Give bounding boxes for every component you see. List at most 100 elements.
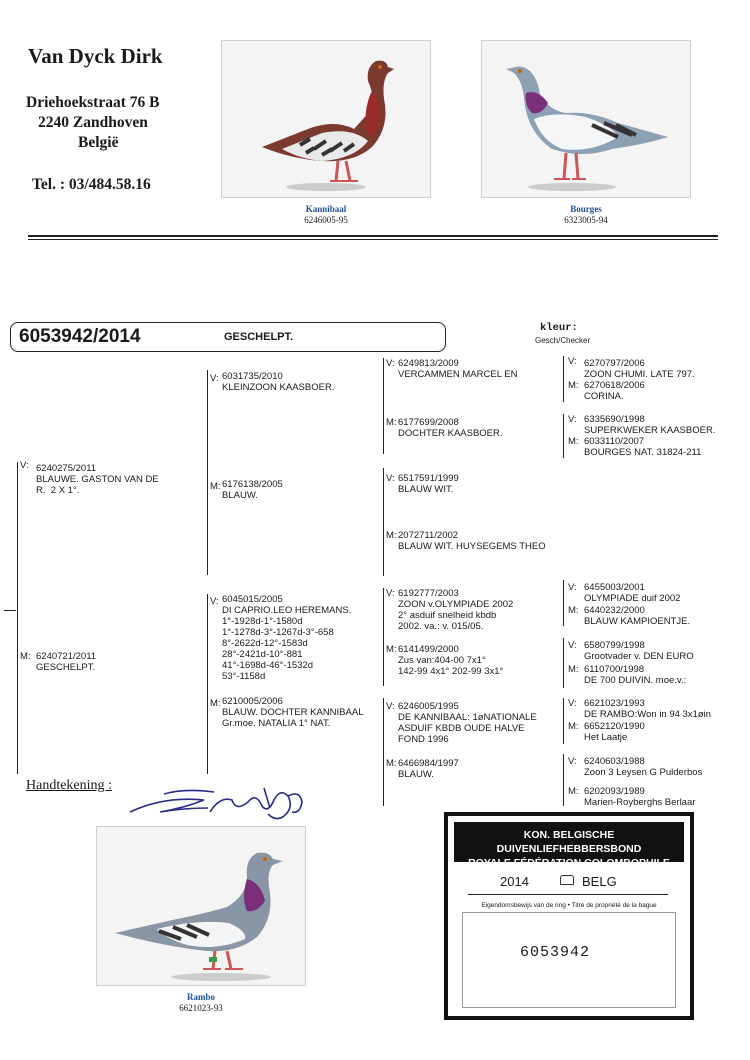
gen3-sss-tag: V:	[386, 358, 395, 369]
gen2-ss-entry: 6031735/2010 KLEINZOON KAASBOER.	[222, 371, 335, 393]
gen3-ddd-entry: 6466984/1997 BLAUW.	[398, 758, 459, 780]
gen2-dd-tag: M:	[210, 698, 221, 709]
bracket-gen3-3	[383, 588, 385, 686]
ring-divider	[468, 894, 668, 895]
owner-name: Van Dyck Dirk	[28, 44, 163, 68]
header-rule-top	[28, 235, 718, 237]
signature-label: Handtekening :	[26, 778, 112, 793]
gen2-sd-tag: M:	[210, 481, 221, 492]
gen4-2-tag: M:	[568, 380, 579, 391]
pigeon-color: GESCHELPT.	[224, 331, 294, 343]
photo-caption-bourges: Bourges 6323005-94	[516, 204, 656, 226]
ring-number-box: 6053942/2014 GESCHELPT.	[10, 322, 446, 352]
gen4-11-entry: 6240603/1988 Zoon 3 Leysen G Pulderbos	[584, 756, 703, 778]
gen3-ssd-entry: 6177699/2008 DOCHTER KAASBOER.	[398, 417, 503, 439]
gen4-12-tag: M:	[568, 786, 579, 797]
bracket-gen4-1	[563, 356, 565, 402]
dam-tag: M:	[20, 651, 31, 662]
gen3-dsd-entry: 6141499/2000 Zus van:404-00 7x1° 142-99 …	[398, 644, 504, 677]
ring-year: 2014	[500, 874, 529, 889]
gen3-ssd-tag: M:	[386, 417, 397, 428]
gen4-1-entry: 6270797/2006 ZOON CHUMI. LATE 797.	[584, 358, 695, 380]
photo-caption-kannibaal: Kannibaal 6246005-95	[256, 204, 396, 226]
kleur-label: kleur:	[540, 322, 578, 334]
signature-image	[129, 787, 303, 820]
photo-ring: 6323005-94	[564, 215, 608, 225]
owner-phone: Tel. : 03/484.58.16	[32, 176, 151, 193]
bracket-gen2-sire	[207, 370, 209, 575]
gen4-8-entry: 6110700/1998 DE 700 DUIVIN. moe.v.:	[584, 664, 687, 686]
gen4-12-entry: 6202093/1989 Marien-Royberghs Berlaar	[584, 786, 696, 808]
bracket-gen4-5	[563, 698, 565, 744]
gen3-sds-tag: V:	[386, 473, 395, 484]
photo-name: Bourges	[570, 204, 602, 214]
pigeon-photo-rambo	[96, 826, 306, 986]
gen4-3-tag: V:	[568, 414, 577, 425]
sire-entry: 6240275/2011 BLAUWE. GASTON VAN DE R. 2 …	[36, 463, 159, 496]
gen2-ds-entry: 6045015/2005 DI CAPRIO.LEO HEREMANS. 1°-…	[222, 594, 352, 682]
gen2-dd-entry: 6210005/2006 BLAUW. DOCHTER KANNIBAAL Gr…	[222, 696, 364, 729]
photo-name: Kannibaal	[305, 204, 347, 214]
gen2-ds-tag: V:	[210, 596, 219, 607]
kleur-value: Gesch/Checker	[535, 336, 591, 345]
ring-caption: Eigendomsbewijs van de ring • Titre de p…	[481, 902, 657, 909]
bracket-gen1	[17, 462, 19, 774]
gen4-1-tag: V:	[568, 356, 577, 367]
gen3-dsd-tag: M:	[386, 644, 397, 655]
bracket-gen2-dam	[207, 594, 209, 774]
owner-country: België	[78, 134, 119, 151]
gen3-sdd-tag: M:	[386, 530, 397, 541]
gen3-sdd-entry: 2072711/2002 BLAUW WIT. HUYSEGEMS THEO	[398, 530, 546, 552]
photo-caption-rambo: Rambo 6621023-93	[131, 992, 271, 1014]
gen4-2-entry: 6270618/2006 CORINA.	[584, 380, 645, 402]
gen3-sds-entry: 6517591/1999 BLAUW WIT.	[398, 473, 459, 495]
gen4-6-entry: 6440232/2000 BLAUW KAMPIOENTJE.	[584, 605, 691, 627]
bracket-gen3-2	[383, 468, 385, 576]
gen3-dss-entry: 6192777/2003 ZOON v.OLYMPIADE 2002 2° as…	[398, 588, 514, 632]
bracket-gen4-4	[563, 638, 565, 688]
sire-tag: V:	[20, 460, 29, 471]
gen4-5-entry: 6455003/2001 OLYMPIADE duif 2002	[584, 582, 681, 604]
gen4-7-entry: 6580799/1998 Grootvader v. DEN EURO	[584, 640, 694, 662]
crown-icon	[560, 875, 574, 885]
ring-number: 6053942/2014	[19, 326, 141, 347]
photo-ring: 6246005-95	[304, 215, 348, 225]
pigeon-photo-kannibaal	[221, 40, 431, 198]
gen4-10-tag: M:	[568, 721, 579, 732]
gen4-5-tag: V:	[568, 582, 577, 593]
photo-ring: 6621023-93	[179, 1003, 223, 1013]
ring-card-number: 6053942	[520, 944, 591, 961]
ring-certificate-card: KON. BELGISCHE DUIVENLIEFHEBBERSBOND ROY…	[444, 812, 694, 1020]
ring-country: BELG	[582, 874, 617, 889]
header-rule-bottom	[28, 239, 718, 240]
bracket-gen4-3	[563, 580, 565, 626]
gen4-4-tag: M:	[568, 436, 579, 447]
photo-name: Rambo	[186, 992, 215, 1002]
federation-banner: KON. BELGISCHE DUIVENLIEFHEBBERSBOND ROY…	[454, 822, 684, 883]
owner-street: Driehoekstraat 76 B	[26, 94, 160, 111]
gen4-11-tag: V:	[568, 756, 577, 767]
gen4-7-tag: V:	[568, 640, 577, 651]
dam-entry: 6240721/2011 GESCHELPT.	[36, 651, 97, 673]
owner-city: 2240 Zandhoven	[38, 114, 148, 131]
gen4-9-entry: 6621023/1993 DE RAMBO:Won in 94 3x1øin	[584, 698, 712, 720]
ring-number-panel	[462, 912, 676, 1008]
gen3-sss-entry: 6249813/2009 VERCAMMEN MARCEL EN	[398, 358, 518, 380]
gen4-6-tag: M:	[568, 605, 579, 616]
gen4-10-entry: 6652120/1990 Het Laatje	[584, 721, 645, 743]
bracket-gen3-4	[383, 698, 385, 806]
bracket-gen4-6	[563, 754, 565, 806]
connector-subject	[4, 610, 16, 612]
gen2-sd-entry: 6176138/2005 BLAUW.	[222, 479, 283, 501]
gen4-8-tag: M:	[568, 664, 579, 675]
gen2-ss-tag: V:	[210, 373, 219, 384]
bracket-gen3-1	[383, 358, 385, 454]
gen4-3-entry: 6335690/1998 SUPERKWEKER KAASBOER.	[584, 414, 716, 436]
gen4-9-tag: V:	[568, 698, 577, 709]
federation-name-fr: ROYALE FÉDÉRATION COLOMBOPHILE BELGE	[468, 857, 670, 883]
bracket-gen4-2	[563, 414, 565, 458]
gen3-dds-entry: 6246005/1995 DE KANNIBAAL: 1øNATIONALE A…	[398, 701, 537, 745]
gen4-4-entry: 6033110/2007 BOURGES NAT. 31824-211	[584, 436, 702, 458]
gen3-dds-tag: V:	[386, 701, 395, 712]
gen3-ddd-tag: M:	[386, 758, 397, 769]
